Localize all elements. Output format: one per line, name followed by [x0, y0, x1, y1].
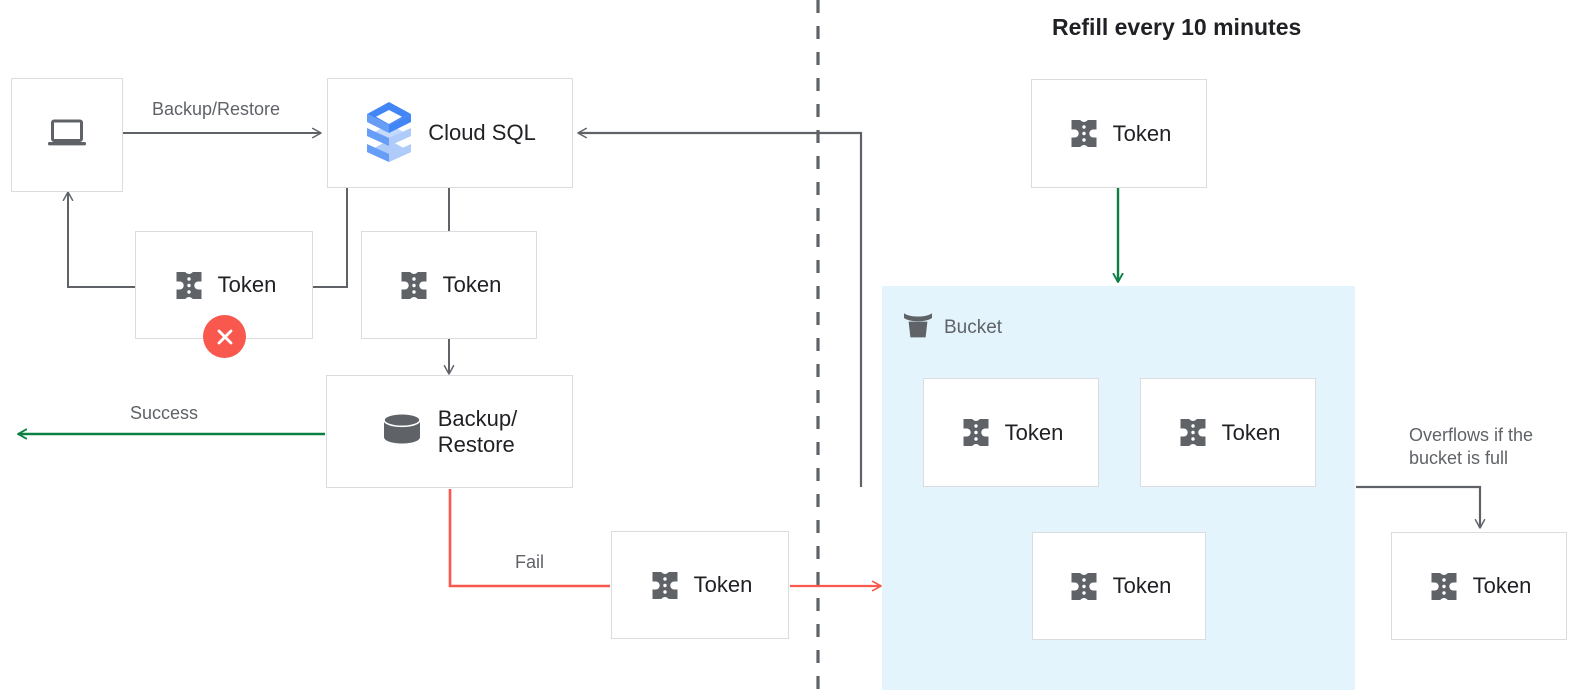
node-token-request-label: Token — [442, 272, 502, 298]
token-icon — [1176, 419, 1210, 446]
node-token-bucket-2-label: Token — [1221, 419, 1281, 445]
edge-label-success: Success — [130, 403, 199, 423]
node-token-bucket-2[interactable]: Token — [1140, 378, 1316, 487]
cloud-sql-icon — [364, 100, 414, 167]
node-token-request[interactable]: Token — [361, 231, 537, 339]
database-icon — [382, 412, 422, 451]
token-icon — [959, 419, 993, 446]
node-token-refill-label: Token — [1112, 120, 1172, 146]
token-icon — [397, 271, 431, 299]
laptop-icon — [46, 116, 88, 155]
edge-label-overflow: Overflows if the bucket is full — [1409, 425, 1534, 469]
node-token-overflow[interactable]: Token — [1391, 532, 1567, 640]
page-title: Refill every 10 minutes — [1052, 14, 1302, 40]
node-token-fail[interactable]: Token — [611, 531, 789, 639]
node-cloud-sql[interactable]: Cloud SQL — [327, 78, 573, 188]
edge-bucket-overflow — [1356, 485, 1486, 529]
token-icon — [172, 271, 206, 299]
edge-token-failed-to-client — [62, 191, 135, 288]
node-token-fail-label: Token — [693, 572, 753, 598]
token-icon — [648, 571, 682, 599]
node-token-bucket-3-label: Token — [1112, 573, 1172, 599]
bucket-icon — [902, 310, 934, 345]
node-token-overflow-label: Token — [1472, 573, 1532, 599]
bucket-header: Bucket — [902, 310, 1002, 345]
error-x-badge — [203, 315, 246, 358]
node-token-bucket-3[interactable]: Token — [1032, 532, 1206, 640]
edge-cloudsql-to-token-failed — [313, 188, 348, 288]
node-token-refill[interactable]: Token — [1031, 79, 1207, 188]
node-token-bucket-1[interactable]: Token — [923, 378, 1099, 487]
token-icon — [1067, 120, 1101, 147]
node-cloud-sql-label: Cloud SQL — [428, 120, 536, 146]
edge-bucket-to-cloudsql — [577, 127, 863, 487]
node-backup-restore[interactable]: Backup/ Restore — [326, 375, 573, 488]
node-token-failed-label: Token — [217, 272, 277, 298]
node-token-bucket-1-label: Token — [1004, 419, 1064, 445]
node-client[interactable] — [11, 78, 123, 192]
node-backup-restore-label: Backup/ Restore — [437, 405, 518, 457]
edge-label-backup-restore: Backup/Restore — [152, 99, 281, 119]
bucket-label: Bucket — [944, 316, 1003, 338]
edge-label-fail: Fail — [515, 552, 545, 572]
token-icon — [1067, 572, 1101, 600]
token-icon — [1427, 572, 1461, 600]
